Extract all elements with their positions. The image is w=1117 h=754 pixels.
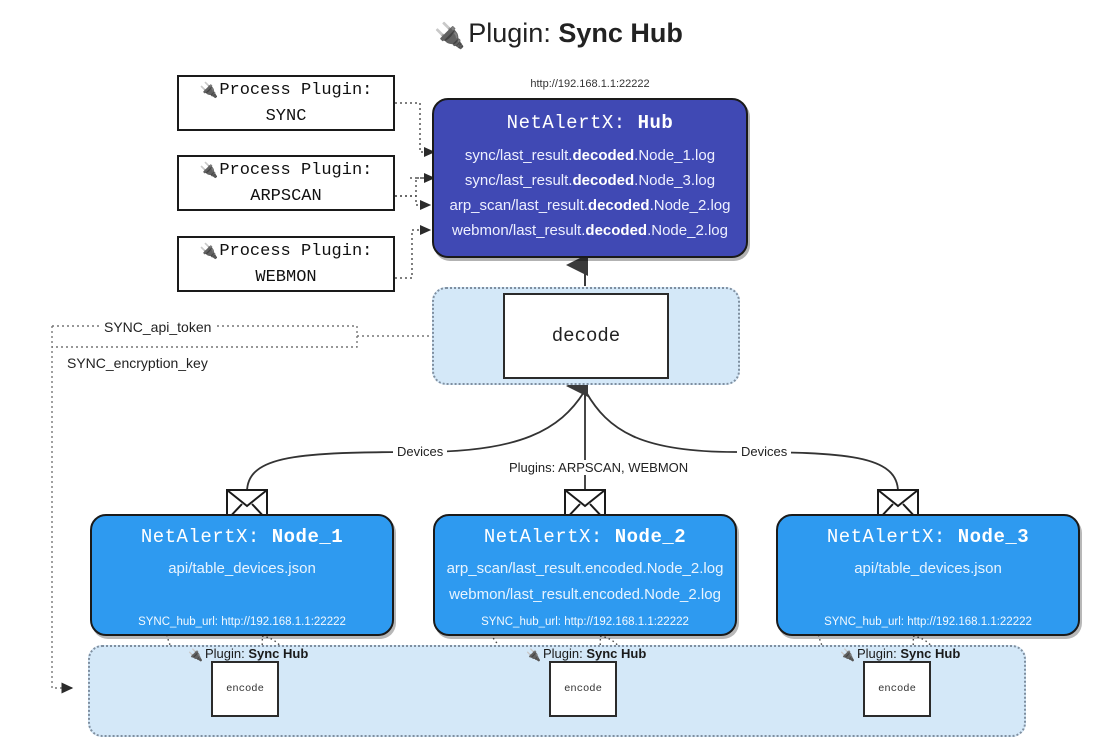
log-pre: webmon/last_result. [452,222,586,239]
plug-icon: 🔌 [199,80,219,99]
node-line: arp_scan/last_result.encoded.Node_2.log [446,560,724,577]
hub-log-line: sync/last_result.decoded.Node_3.log [434,168,746,193]
setting-label-encryption-key: SYNC_encryption_key [63,355,212,371]
node-title-name: Node_2 [614,526,687,548]
edge-label-devices-right: Devices [737,444,792,459]
plugin-caption-name: Sync Hub [586,646,647,661]
hub-url-label: http://192.168.1.1:22222 [530,78,650,90]
node-box-node-2[interactable]: NetAlertX: Node_2 arp_scan/last_result.e… [433,514,737,636]
node-box-node-1[interactable]: NetAlertX: Node_1 api/table_devices.json… [90,514,394,636]
log-emphasis: decoded [572,172,635,189]
process-plugin-label: Process Plugin: [219,241,373,261]
hub-title: NetAlertX: Hub [434,112,746,134]
process-plugin-name: WEBMON [255,267,317,287]
log-post: .Node_2.log [647,222,728,239]
node-title-prefix: NetAlertX: [826,526,946,548]
hub-node-box[interactable]: NetAlertX: Hub sync/last_result.decoded.… [432,98,748,258]
node-title-prefix: NetAlertX: [140,526,260,548]
hub-log-list: sync/last_result.decoded.Node_1.log sync… [434,143,746,243]
plug-icon: 🔌 [188,648,203,662]
log-post: .Node_1.log [634,147,716,164]
process-plugin-name: SYNC [265,106,307,126]
plug-icon: 🔌 [199,241,219,260]
plugin-caption-node-2: 🔌Plugin: Sync Hub [526,646,646,662]
edge-label-plugins-center: Plugins: ARPSCAN, WEBMON [505,460,693,475]
log-post: .Node_2.log [649,197,731,214]
log-pre: sync/last_result. [464,147,573,164]
encode-box-node-1[interactable]: encode [211,661,279,717]
log-emphasis: decoded [585,222,648,239]
decode-box[interactable]: decode [503,293,669,379]
node-title: NetAlertX: Node_2 [435,526,735,548]
node-title: NetAlertX: Node_1 [92,526,392,548]
process-plugin-box-webmon[interactable]: 🔌Process Plugin: WEBMON [177,236,395,292]
plug-icon: 🔌 [526,648,541,662]
node-line-list: arp_scan/last_result.encoded.Node_2.log … [435,556,735,608]
node-line: api/table_devices.json [854,560,1002,577]
node-line-list: api/table_devices.json [778,556,1078,582]
node-box-node-3[interactable]: NetAlertX: Node_3 api/table_devices.json… [776,514,1080,636]
node-title-name: Node_1 [271,526,344,548]
setting-label-api-token: SYNC_api_token [100,319,216,335]
hub-title-name: Hub [637,112,674,134]
encode-box-node-3[interactable]: encode [863,661,931,717]
node-to-decode-edges [246,391,899,493]
plugin-caption-prefix: Plugin: [204,646,245,661]
process-plugin-box-arpscan[interactable]: 🔌Process Plugin: ARPSCAN [177,155,395,211]
edge-label-devices-left: Devices [393,444,448,459]
plug-icon: 🔌 [199,160,219,179]
hub-log-line: sync/last_result.decoded.Node_1.log [434,143,746,168]
node-footer-hub-url: SYNC_hub_url: http://192.168.1.1:22222 [481,616,689,628]
plug-icon: 🔌 [840,648,855,662]
log-pre: arp_scan/last_result. [449,197,588,214]
hub-title-prefix: NetAlertX: [506,112,626,134]
log-pre: sync/last_result. [464,172,573,189]
process-plugin-name: ARPSCAN [250,186,322,206]
process-plugin-box-sync[interactable]: 🔌Process Plugin: SYNC [177,75,395,131]
node-title-name: Node_3 [957,526,1030,548]
node-title: NetAlertX: Node_3 [778,526,1078,548]
node-line-list: api/table_devices.json [92,556,392,582]
plugin-caption-prefix: Plugin: [542,646,583,661]
plugin-caption-name: Sync Hub [900,646,961,661]
plugin-caption-node-3: 🔌Plugin: Sync Hub [840,646,960,662]
hub-log-line: arp_scan/last_result.decoded.Node_2.log [434,193,746,218]
node-footer-hub-url: SYNC_hub_url: http://192.168.1.1:22222 [138,616,346,628]
plugin-caption-node-1: 🔌Plugin: Sync Hub [188,646,308,662]
log-emphasis: decoded [587,197,650,214]
node-title-prefix: NetAlertX: [483,526,603,548]
page-title-prefix: Plugin: [468,18,551,48]
process-plugin-connectors [395,102,436,279]
log-emphasis: decoded [572,147,635,164]
page-title: 🔌Plugin: Sync Hub [0,16,1117,53]
node-line: webmon/last_result.encoded.Node_2.log [449,586,721,603]
process-plugin-label: Process Plugin: [219,160,373,180]
hub-log-line: webmon/last_result.decoded.Node_2.log [434,218,746,243]
node-footer-hub-url: SYNC_hub_url: http://192.168.1.1:22222 [824,616,1032,628]
node-line: api/table_devices.json [168,560,316,577]
plugin-caption-prefix: Plugin: [856,646,897,661]
plug-icon: 🔌 [434,22,466,50]
log-post: .Node_3.log [634,172,716,189]
plugin-caption-name: Sync Hub [248,646,309,661]
page-title-name: Sync Hub [558,18,683,48]
encode-box-node-2[interactable]: encode [549,661,617,717]
process-plugin-label: Process Plugin: [219,80,373,100]
